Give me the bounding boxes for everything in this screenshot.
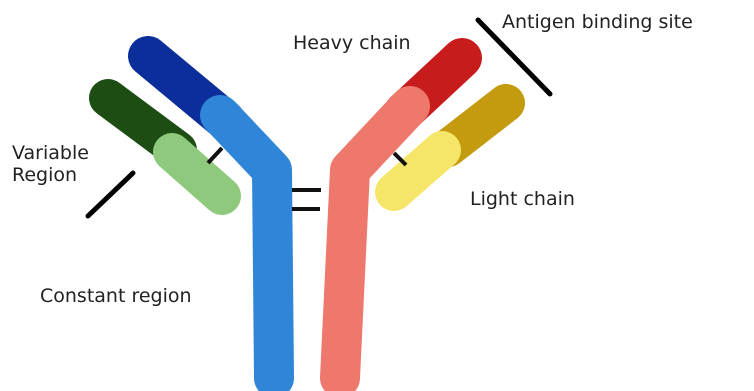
variable-region-marker	[88, 173, 133, 216]
right-heavy-constant-region	[340, 106, 410, 378]
variable-region-label: Variable Region	[12, 143, 89, 187]
light-chain-label: Light chain	[470, 189, 575, 211]
left-heavy-constant-region	[220, 115, 274, 378]
variable-region-label-line2: Region	[12, 165, 89, 187]
left-heavy-light-bond	[208, 148, 222, 163]
variable-region-label-line1: Variable	[12, 143, 89, 165]
heavy-chain-label: Heavy chain	[293, 33, 411, 55]
antigen-binding-site-label: Antigen binding site	[502, 12, 693, 34]
right-light-constant-domain	[394, 150, 442, 192]
constant-region-label: Constant region	[40, 286, 192, 308]
